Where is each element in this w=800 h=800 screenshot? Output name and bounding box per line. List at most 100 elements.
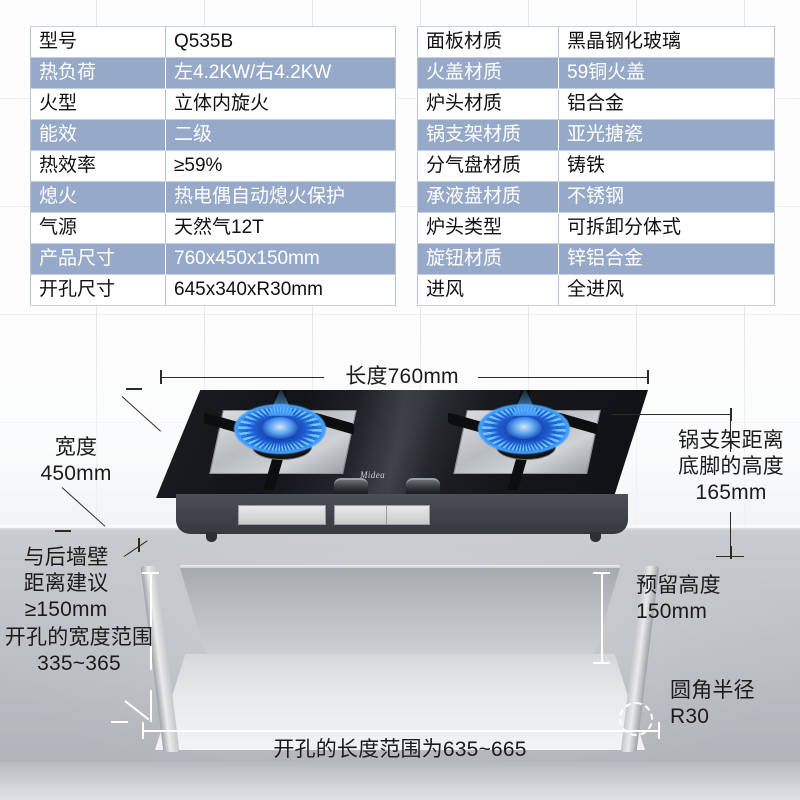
table-row: 热负荷 左4.2KW/右4.2KW — [30, 57, 396, 89]
spec-key: 能效 — [30, 119, 166, 151]
spec-value: 铸铁 — [558, 150, 775, 182]
spec-value: 全进风 — [558, 274, 775, 306]
spec-table-right: 面板材质 黑晶钢化玻璃 火盖材质 59铜火盖 炉头材质 铝合金 锅支架材质 亚光… — [417, 26, 775, 306]
table-row: 气源 天然气12T — [30, 212, 396, 244]
width-dim-tick-upper — [126, 388, 142, 390]
brand-logo: Midea — [360, 470, 385, 480]
annotation-length: 长度760mm — [345, 365, 459, 388]
spec-value: Q535B — [165, 26, 396, 58]
wall-distance-tick — [138, 538, 140, 552]
spec-value: 760x450x150mm — [165, 243, 396, 275]
annotation-grate-height: 锅支架距离 底脚的高度 165mm — [678, 429, 784, 504]
cutout-width-tick-bottom — [111, 721, 128, 723]
cutout-floor — [155, 654, 645, 750]
spec-value: 亚光搪瓷 — [558, 119, 775, 151]
flame-core — [506, 417, 542, 439]
certification-label-sticker — [386, 505, 430, 525]
spec-value: 不锈钢 — [558, 181, 775, 213]
table-row: 火型 立体内旋火 — [30, 88, 396, 120]
grate-height-lower-tick — [730, 546, 732, 559]
grate-height-lower-leader — [716, 556, 744, 557]
spec-key: 炉头类型 — [417, 212, 559, 244]
spec-value: 天然气12T — [165, 212, 396, 244]
annotation-wall-distance: 与后墙壁 距离建议 ≥150mm — [23, 546, 109, 621]
spec-key: 产品尺寸 — [30, 243, 166, 275]
table-row: 产品尺寸 760x450x150mm — [30, 243, 396, 275]
gas-stove-illustration: Midea — [128, 386, 676, 546]
reserved-height-tick-top — [593, 572, 610, 574]
corner-radius-marker — [619, 702, 653, 736]
spec-key: 炉头材质 — [417, 88, 559, 120]
spec-key: 火型 — [30, 88, 166, 120]
spec-key: 热负荷 — [30, 57, 166, 89]
spec-key: 火盖材质 — [417, 57, 559, 89]
grate-height-line-upper — [730, 414, 731, 452]
spec-value: ≥59% — [165, 150, 396, 182]
length-dim-tick-left — [160, 370, 162, 384]
table-row: 锅支架材质 亚光搪瓷 — [417, 119, 775, 151]
spec-key: 旋钮材质 — [417, 243, 559, 275]
cutout-width-tick-top — [142, 572, 159, 574]
table-row: 承液盘材质 不锈钢 — [417, 181, 775, 213]
spec-value: 黑晶钢化玻璃 — [558, 26, 775, 58]
cutout-length-tick-right — [658, 722, 660, 739]
flame-right — [478, 388, 570, 454]
length-dim-line-left — [160, 377, 324, 378]
width-dim-tick-lower — [55, 530, 71, 532]
flame-core — [262, 417, 298, 439]
spec-value: 二级 — [165, 119, 396, 151]
annotation-reserved-height: 预留高度 150mm — [636, 574, 721, 623]
annotation-width: 宽度 450mm — [40, 436, 112, 485]
cutout-top-edge — [180, 565, 620, 570]
cutout-width-dim-line-upper — [150, 572, 152, 670]
spec-key: 熄火 — [30, 181, 166, 213]
table-row: 熄火 热电偶自动熄火保护 — [30, 181, 396, 213]
table-row: 炉头类型 可拆卸分体式 — [417, 212, 775, 244]
spec-table-left: 型号 Q535B 热负荷 左4.2KW/右4.2KW 火型 立体内旋火 能效 二… — [30, 26, 396, 306]
flame-left — [234, 388, 326, 454]
cutout-back-wall — [180, 568, 620, 656]
reserved-height-dim-line — [601, 572, 603, 664]
table-row: 分气盘材质 铸铁 — [417, 150, 775, 182]
spec-value: 59铜火盖 — [558, 57, 775, 89]
table-row: 炉头材质 铝合金 — [417, 88, 775, 120]
table-row: 火盖材质 59铜火盖 — [417, 57, 775, 89]
spec-key: 开孔尺寸 — [30, 274, 166, 306]
spec-key: 锅支架材质 — [417, 119, 559, 151]
annotation-cutout-width-range: 开孔的宽度范围 335~365 — [4, 626, 154, 675]
spec-key: 进风 — [417, 274, 559, 306]
spec-value: 645x340xR30mm — [165, 274, 396, 306]
spec-key: 面板材质 — [417, 26, 559, 58]
spec-value: 热电偶自动熄火保护 — [165, 181, 396, 213]
annotation-cutout-length-range: 开孔的长度范围为635~665 — [273, 738, 527, 761]
stove-foot-right — [590, 532, 601, 542]
spec-value: 铝合金 — [558, 88, 775, 120]
cutout-length-tick-left — [142, 722, 144, 739]
length-dim-line-right — [478, 377, 648, 378]
spec-value: 锌铝合金 — [558, 243, 775, 275]
reserved-height-tick-bottom — [593, 662, 610, 664]
spec-key: 气源 — [30, 212, 166, 244]
table-row: 热效率 ≥59% — [30, 150, 396, 182]
spec-value: 左4.2KW/右4.2KW — [165, 57, 396, 89]
spec-key: 热效率 — [30, 150, 166, 182]
spec-value: 立体内旋火 — [165, 88, 396, 120]
length-dim-tick-right — [647, 370, 649, 384]
table-row: 能效 二级 — [30, 119, 396, 151]
grate-height-upper-tick — [730, 408, 732, 421]
spec-key: 型号 — [30, 26, 166, 58]
cutout-width-dim-line-lower — [150, 690, 152, 722]
table-row: 进风 全进风 — [417, 274, 775, 306]
table-row: 旋钮材质 锌铝合金 — [417, 243, 775, 275]
rating-label-sticker — [238, 505, 326, 525]
stove-foot-left — [206, 532, 217, 542]
spec-key: 承液盘材质 — [417, 181, 559, 213]
countertop-cutout-illustration — [140, 565, 660, 758]
grate-height-line-lower — [730, 512, 731, 556]
table-row: 型号 Q535B — [30, 26, 396, 58]
table-row: 面板材质 黑晶钢化玻璃 — [417, 26, 775, 58]
background-bottom-band — [0, 762, 800, 800]
spec-key: 分气盘材质 — [417, 150, 559, 182]
spec-value: 可拆卸分体式 — [558, 212, 775, 244]
